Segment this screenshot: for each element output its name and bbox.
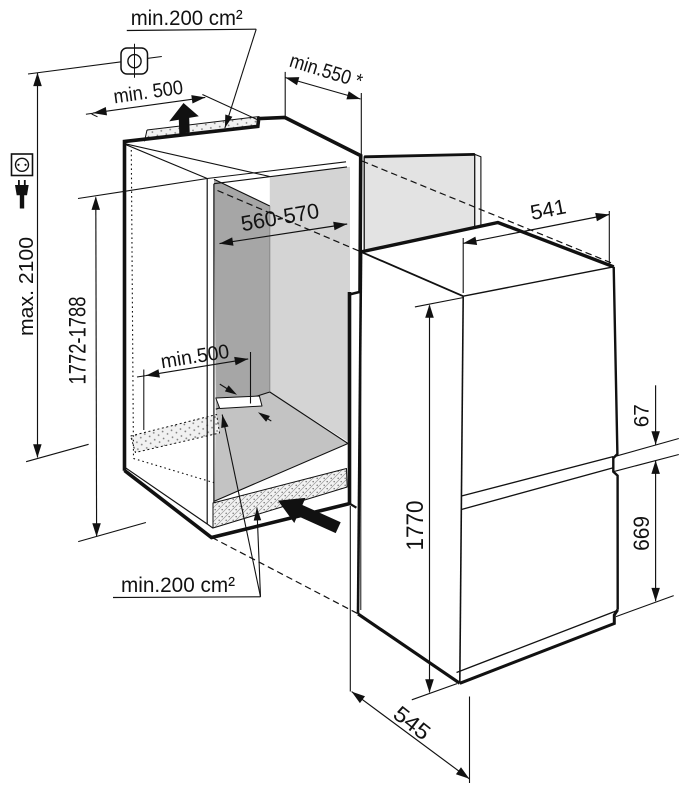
svg-text:max. 2100: max. 2100 [16,237,38,336]
svg-text:1770: 1770 [402,501,429,551]
svg-text:1772-1788: 1772-1788 [65,297,92,385]
svg-text:min.200 cm²: min.200 cm² [131,6,243,30]
svg-text:min.200 cm²: min.200 cm² [121,573,235,597]
svg-text:669: 669 [629,516,654,551]
svg-text:67: 67 [631,404,654,427]
